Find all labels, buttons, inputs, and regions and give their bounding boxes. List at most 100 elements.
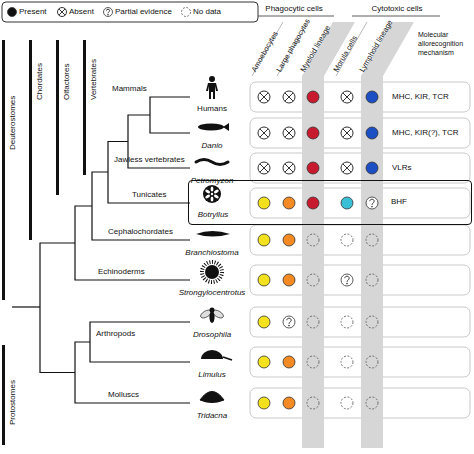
legend-symbol <box>182 8 191 17</box>
table-row <box>250 265 470 295</box>
presence-symbol <box>346 283 348 285</box>
presence-symbol <box>287 318 291 324</box>
presence-symbol <box>341 127 353 139</box>
mechanism-label: MHC, KIR, TCR <box>392 92 449 102</box>
tunicate-silhouette <box>213 194 219 199</box>
presence-symbol <box>283 316 295 328</box>
presence-symbol <box>258 91 378 409</box>
presence-symbol <box>343 129 351 137</box>
presence-symbol <box>307 274 319 286</box>
fly-silhouette <box>209 311 214 323</box>
presence-symbol <box>341 234 353 246</box>
clade-label: Tunicates <box>132 190 166 200</box>
legend-symbol <box>104 8 113 17</box>
presence-symbol <box>285 164 293 172</box>
presence-symbol <box>341 127 353 139</box>
tunicate-silhouette <box>211 196 214 201</box>
legend-symbol <box>104 8 113 17</box>
tunicate-silhouette <box>211 193 213 195</box>
presence-symbol <box>285 93 293 101</box>
highlight-box: BotryllusBHF <box>188 180 472 225</box>
clade-label: Molluscs <box>108 390 139 400</box>
clade-bar-label: Deuterostomes <box>8 96 18 150</box>
legend-box <box>2 2 258 22</box>
presence-symbol <box>283 197 295 209</box>
presence-symbol <box>307 197 319 209</box>
presence-symbol <box>283 197 295 209</box>
presence-symbol <box>258 197 270 209</box>
presence-symbol <box>341 91 353 103</box>
presence-symbol <box>258 316 270 328</box>
presence-symbol <box>258 397 270 409</box>
presence-symbol <box>283 274 295 286</box>
presence-symbol <box>258 91 270 103</box>
presence-symbol <box>366 162 378 174</box>
tree-branch <box>92 172 190 240</box>
presence-symbol <box>283 316 295 328</box>
presence-symbol <box>307 274 319 286</box>
presence-symbol <box>341 197 353 209</box>
urchin-silhouette <box>202 262 222 282</box>
presence-symbol <box>288 325 290 327</box>
lamprey-silhouette <box>196 160 228 165</box>
presence-symbol <box>283 356 295 368</box>
species-label: Petromyzon <box>191 176 234 186</box>
table-row <box>250 307 470 337</box>
presence-symbol <box>341 234 353 246</box>
presence-symbol <box>283 274 295 286</box>
presence-symbol <box>283 162 295 174</box>
tunicate-silhouette <box>203 185 221 203</box>
tree-branch <box>12 306 40 307</box>
presence-symbol <box>258 316 270 328</box>
presence-symbol <box>307 197 319 209</box>
presence-symbol <box>366 356 378 368</box>
tunicate-silhouette <box>203 185 221 203</box>
species-label: Humans <box>197 104 227 114</box>
presence-symbol <box>283 127 295 139</box>
header-rule <box>352 16 440 17</box>
presence-symbol <box>366 274 378 286</box>
presence-symbol <box>307 91 319 103</box>
clade-label: Jawless vertebrates <box>114 155 185 165</box>
presence-symbol <box>341 274 353 286</box>
tunicate-silhouette <box>205 194 211 199</box>
tunicate-silhouette <box>213 189 219 194</box>
presence-symbol <box>366 197 378 209</box>
presence-symbol <box>366 91 378 103</box>
presence-symbol <box>307 127 319 139</box>
presence-symbol <box>258 162 270 174</box>
presence-symbol <box>345 276 349 282</box>
presence-symbol <box>258 234 270 246</box>
tunicate-silhouette <box>205 189 211 194</box>
presence-symbol <box>341 316 353 328</box>
presence-symbol <box>258 356 270 368</box>
lineage-band <box>302 22 414 448</box>
presence-symbol <box>258 397 270 409</box>
clade-bar-label: Chordates <box>35 63 45 100</box>
presence-symbol <box>341 91 353 103</box>
table-row <box>250 118 470 148</box>
human-silhouette <box>206 76 218 99</box>
presence-symbol <box>283 397 295 409</box>
presence-symbol <box>258 127 270 139</box>
presence-symbol <box>258 274 270 286</box>
urchin-silhouette <box>202 262 222 282</box>
clade-bar <box>83 40 86 175</box>
tree-branch <box>40 243 75 373</box>
clade-label: Echinoderms <box>98 267 145 277</box>
presence-symbol <box>260 93 268 101</box>
presence-symbol <box>307 91 319 103</box>
horseshoe-crab-silhouette <box>201 350 232 360</box>
lancelet-silhouette <box>196 231 230 237</box>
tree-branch <box>108 142 190 204</box>
horseshoe-crab-silhouette <box>223 357 232 360</box>
presence-symbol <box>258 197 270 209</box>
presence-symbol <box>258 162 270 174</box>
legend-symbol <box>106 9 109 13</box>
presence-symbol <box>341 162 353 174</box>
fly-silhouette <box>210 308 215 313</box>
tunicate-silhouette <box>211 186 214 191</box>
clade-label: Mammals <box>112 84 147 94</box>
legend-symbol <box>58 8 67 17</box>
